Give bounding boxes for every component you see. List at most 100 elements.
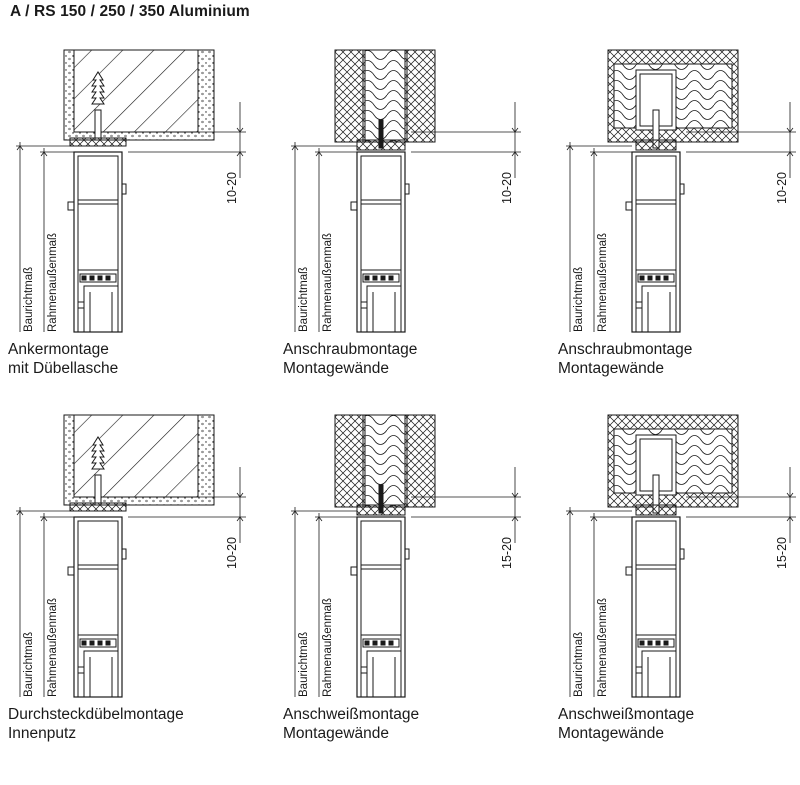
dimension-arrow [236,127,244,133]
caption-line-1: Durchsteckdübelmontage [8,706,184,723]
frame-notch [122,548,127,560]
seal-strip [79,638,117,648]
frame-notch [405,548,410,560]
anchor-lug [69,502,127,512]
label-baurichtmass: Baurichtmaß [573,632,585,697]
dimension-arrow [236,492,244,498]
frame-outline [631,516,681,698]
door-leaf [366,285,402,333]
dimension-arrow [511,151,519,157]
seal-lip [81,275,87,281]
frame-head-block [356,139,406,151]
seal-lip [364,640,370,646]
door-leaf [366,650,402,698]
dimension-arrow [291,510,299,516]
frame-outline [356,516,406,698]
label-gap-dimension: 15-20 [500,537,514,569]
caption-line-1: Anschweißmontage [283,706,420,723]
leaf-notch [77,301,84,309]
door-leaf [83,650,119,698]
insulation-fill [364,414,406,508]
dimension-arrow [40,151,48,157]
frame-head-block [635,504,677,516]
seal-lip [380,275,386,281]
frame-notch [625,201,632,211]
frame-outline [631,151,681,333]
caption-line-1: Anschraubmontage [558,341,693,358]
screw-shank [94,474,102,506]
leaf-notch [360,301,367,309]
seal-lip [639,275,645,281]
seal-lip [81,640,87,646]
screw-shank [94,109,102,141]
seal-lip [89,640,95,646]
seal-lip [97,275,103,281]
dowel [91,71,105,105]
seal-strip [362,273,400,283]
insulation-fill [364,49,406,143]
seal-strip [637,638,675,648]
dimension-arrow [566,510,574,516]
frame-notch [405,183,410,195]
seal-lip [647,275,653,281]
seal-strip [79,273,117,283]
dimension-arrow [511,492,519,498]
seal-lip [655,275,661,281]
frame-notch [67,566,74,576]
seal-lip [372,275,378,281]
frame-chamber [635,520,677,566]
dimension-arrow [315,151,323,157]
caption-line-2: Innenputz [8,725,77,742]
caption-line-2: Montagewände [558,725,664,742]
dimension-arrow [16,510,24,516]
seal-lip [639,640,645,646]
caption-line-2: Montagewände [558,360,664,377]
seal-lip [388,275,394,281]
dimension-arrow [786,516,794,522]
leaf-notch [77,666,84,674]
label-baurichtmass: Baurichtmaß [298,267,310,332]
dimension-arrow [590,151,598,157]
caption-line-2: Montagewände [283,360,389,377]
frame-chamber [635,568,677,636]
frame-chamber [360,155,402,201]
frame-chamber [77,203,119,271]
page-title: A / RS 150 / 250 / 350 Aluminium [10,3,250,20]
anchor-lug [69,137,127,147]
seal-lip [105,640,111,646]
frame-chamber [77,568,119,636]
caption-line-1: Ankermontage [8,341,109,358]
frame-head-block [635,139,677,151]
frame-outline [356,151,406,333]
caption-line-1: Anschraubmontage [283,341,418,358]
dimension-arrow [16,145,24,151]
dimension-arrow [291,145,299,151]
label-rahmenmass: Rahmenaußenmaß [47,598,59,697]
label-baurichtmass: Baurichtmaß [23,267,35,332]
dimension-arrow [236,151,244,157]
dimension-arrow [511,516,519,522]
label-gap-dimension: 10-20 [225,172,239,204]
caption-line-1: Anschweißmontage [558,706,695,723]
label-baurichtmass: Baurichtmaß [298,632,310,697]
door-leaf [641,285,677,333]
label-rahmenmass: Rahmenaußenmaß [322,233,334,332]
label-baurichtmass: Baurichtmaß [573,267,585,332]
